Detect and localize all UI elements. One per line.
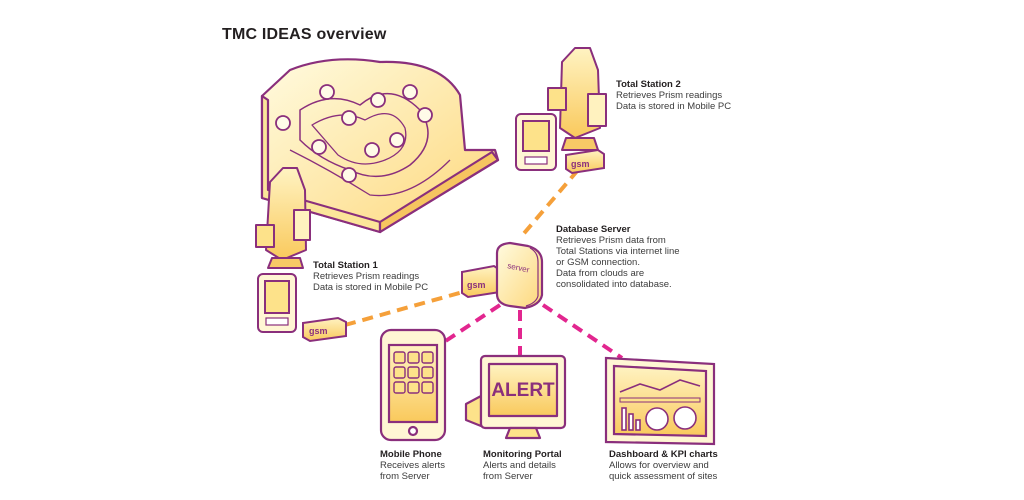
link-ts2-server [518, 168, 580, 240]
mobile-phone-heading: Mobile Phone [380, 449, 442, 460]
database-server-line: Total Stations via internet line [556, 246, 680, 257]
total-station-1-line: Retrieves Prism readings [313, 271, 420, 282]
monitoring-portal-line: Alerts and details [483, 460, 556, 471]
prism-icon [341, 167, 357, 183]
dashboard-line: quick assessment of sites [609, 471, 718, 482]
prism-icon [341, 110, 357, 126]
total-station-2-label: Total Station 2 Retrieves Prism readings… [616, 79, 731, 112]
prism-markers [275, 84, 433, 183]
page-title: TMC IDEAS overview [222, 26, 387, 43]
total-station-2-icon [547, 47, 607, 151]
server-gsm-modem-icon: gsm [461, 264, 501, 299]
monitoring-portal-icon: ALERT [464, 354, 567, 440]
mobile-phone-line: Receives alerts [380, 460, 445, 471]
mobile-pc-2-icon [515, 113, 557, 171]
gsm-label: gsm [309, 326, 328, 336]
database-server-line: Retrieves Prism data from [556, 235, 666, 246]
prism-icon [402, 84, 418, 100]
monitoring-portal-heading: Monitoring Portal [483, 449, 562, 460]
dashboard-heading: Dashboard & KPI charts [609, 449, 718, 460]
dashboard-label: Dashboard & KPI charts Allows for overvi… [609, 449, 718, 482]
gsm-modem-1-icon: gsm [302, 316, 347, 343]
mobile-pc-1-icon [257, 273, 297, 333]
total-station-1-icon [255, 167, 311, 269]
database-server-line: Data from clouds are [556, 268, 645, 279]
database-server-line: consolidated into database. [556, 279, 672, 290]
monitoring-portal-line: from Server [483, 471, 533, 482]
prism-icon [370, 92, 386, 108]
dashboard-line: Allows for overview and [609, 460, 709, 471]
prism-icon [275, 115, 291, 131]
total-station-2-heading: Total Station 2 [616, 79, 681, 90]
gsm-label: gsm [467, 280, 486, 290]
prism-icon [389, 132, 405, 148]
mobile-phone-label: Mobile Phone Receives alerts from Server [380, 449, 445, 482]
gsm-modem-2-icon: gsm [565, 148, 605, 175]
database-server-line: or GSM connection. [556, 257, 640, 268]
link-server-dashboard [541, 303, 624, 360]
total-station-1-line: Data is stored in Mobile PC [313, 282, 429, 293]
prism-icon [319, 84, 335, 100]
link-ts1-server [344, 288, 471, 327]
mobile-phone-line: from Server [380, 471, 430, 482]
total-station-1-heading: Total Station 1 [313, 260, 378, 271]
database-server-icon: server [495, 241, 544, 310]
prism-icon [311, 139, 327, 155]
network-links [433, 303, 624, 360]
total-station-1-label: Total Station 1 Retrieves Prism readings… [313, 260, 428, 293]
alert-screen-text: ALERT [491, 380, 555, 401]
total-station-2-line: Data is stored in Mobile PC [616, 101, 732, 112]
kpi-chart-icon [621, 406, 697, 431]
monitoring-portal-label: Monitoring Portal Alerts and details fro… [483, 449, 562, 482]
database-server-heading: Database Server [556, 224, 631, 235]
wireless-links [344, 168, 580, 327]
prism-icon [364, 142, 380, 158]
gsm-label: gsm [571, 159, 590, 169]
database-server-label: Database Server Retrieves Prism data fro… [556, 224, 680, 290]
total-station-2-line: Retrieves Prism readings [616, 90, 723, 101]
dashboard-display-icon [604, 356, 716, 446]
mobile-phone-icon [379, 328, 447, 442]
prism-icon [417, 107, 433, 123]
